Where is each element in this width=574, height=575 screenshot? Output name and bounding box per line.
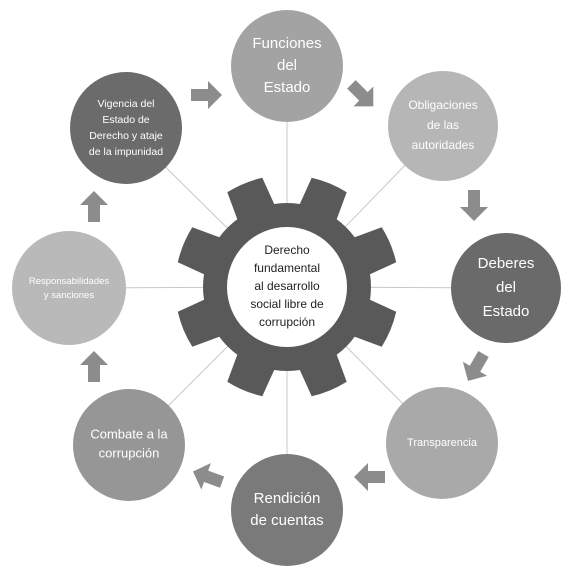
node-combate-a-la-corrupcion: Combate a la corrupción <box>73 389 185 501</box>
center-label-line: Derecho <box>264 243 310 257</box>
flow-arrow-icon <box>80 191 108 222</box>
node-label-line: de la impunidad <box>89 146 163 158</box>
center-label: Derecho fundamental al desarrollo social li… <box>250 243 324 329</box>
node-label-line: Obligaciones <box>408 98 477 112</box>
node-label-line: Responsabilidades <box>29 276 110 287</box>
node-circle <box>231 454 343 566</box>
node-obligaciones-de-las-autoridades: Obligaciones de las autoridades <box>388 71 498 181</box>
arrows <box>80 80 489 491</box>
node-label-line: del <box>496 279 516 296</box>
node-label-line: Funciones <box>252 35 321 52</box>
center-label-line: corrupción <box>259 315 315 329</box>
node-label-line: de cuentas <box>250 512 323 529</box>
node-label-line: Transparencia <box>407 437 478 449</box>
center-label-line: social libre de <box>250 297 324 311</box>
node-label-line: Derecho y ataje <box>89 130 163 142</box>
node-label-line: Vigencia del <box>97 98 154 110</box>
node-label-line: del <box>277 57 297 74</box>
flow-arrow-icon <box>462 351 489 381</box>
node-circle <box>451 233 561 343</box>
node-label-line: autoridades <box>412 138 475 152</box>
node-circle <box>388 71 498 181</box>
node-label: Responsabilidades y sanciones <box>29 276 110 301</box>
center-label-line: al desarrollo <box>254 279 320 293</box>
node-label: Combate a la corrupción <box>90 427 168 461</box>
node-label-line: Rendición <box>254 490 321 507</box>
node-label-line: y sanciones <box>44 290 94 301</box>
flow-arrow-icon <box>460 190 488 221</box>
node-circle <box>73 389 185 501</box>
node-label-line: Deberes <box>478 255 535 272</box>
center-circle <box>227 227 347 347</box>
node-label-line: de las <box>427 118 459 132</box>
node-label: Rendición de cuentas <box>250 490 323 529</box>
node-rendicion-de-cuentas: Rendición de cuentas <box>231 454 343 566</box>
flow-arrow-icon <box>191 81 222 109</box>
flow-arrow-icon <box>192 463 225 490</box>
gear: Derecho fundamental al desarrollo social li… <box>177 177 397 397</box>
node-label-line: Estado <box>483 303 530 320</box>
node-label-line: Estado <box>264 79 311 96</box>
flow-arrow-icon <box>354 463 385 491</box>
node-circle <box>70 72 182 184</box>
node-circle <box>231 10 343 122</box>
center-label-line: fundamental <box>254 261 320 275</box>
node-circle <box>12 231 126 345</box>
node-label-line: Combate a la <box>90 427 168 442</box>
flow-arrow-icon <box>347 80 374 107</box>
node-label: Obligaciones de las autoridades <box>408 98 477 152</box>
node-label-line: corrupción <box>99 446 160 461</box>
node-label-line: Estado de <box>102 114 149 126</box>
flow-arrow-icon <box>80 351 108 382</box>
node-circle <box>386 387 498 499</box>
node-label: Transparencia <box>407 437 478 449</box>
node-responsabilidades-y-sanciones: Responsabilidades y sanciones <box>12 231 126 345</box>
node-transparencia: Transparencia <box>386 387 498 499</box>
